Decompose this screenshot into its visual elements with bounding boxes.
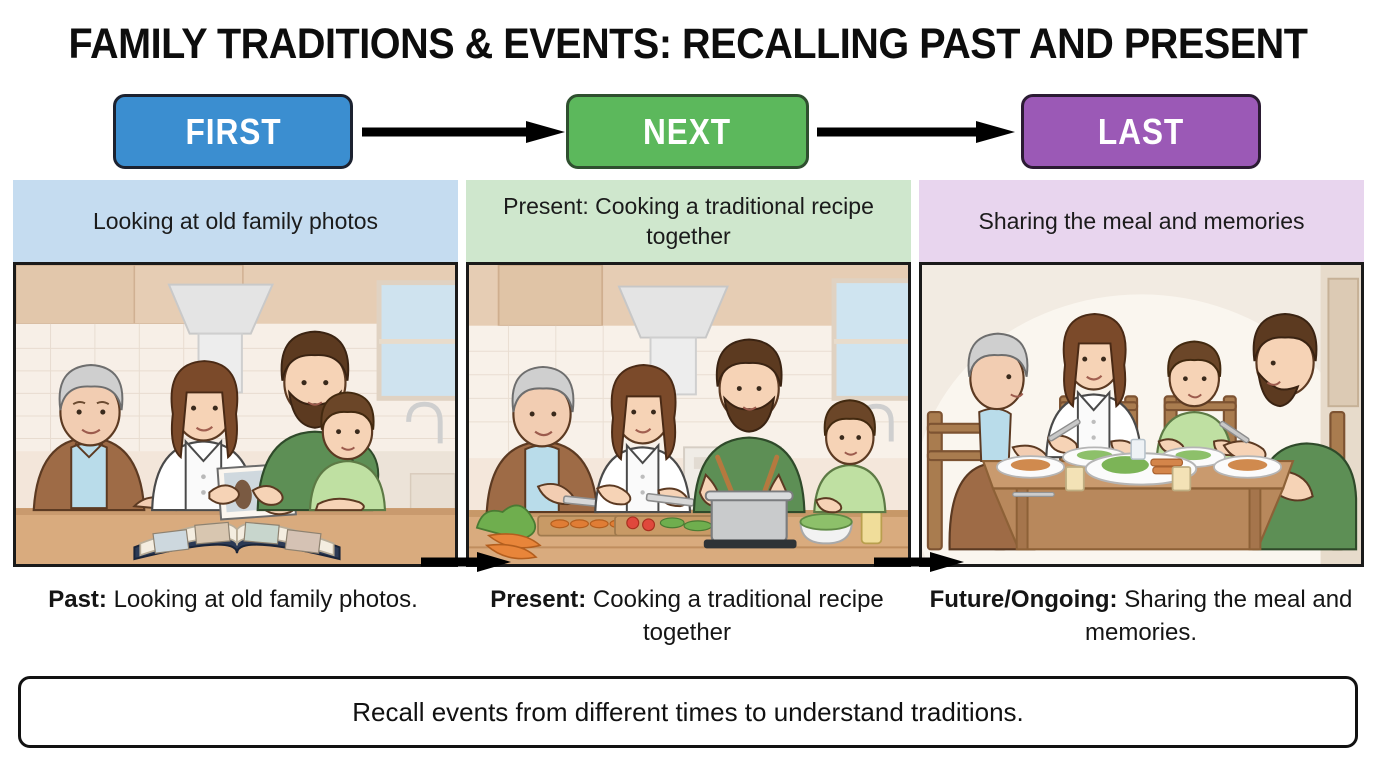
caption-present-text: Cooking a traditional recipe together <box>586 586 884 646</box>
photo-album <box>133 521 341 561</box>
panel-past-header: Looking at old family photos <box>13 180 458 262</box>
arrow-panel-present-to-future-icon <box>874 552 964 572</box>
caption-past-label: Past: <box>48 586 107 613</box>
summary-text: Recall events from different times to un… <box>352 696 1024 727</box>
caption-past: Past: Looking at old family photos. <box>18 583 448 616</box>
panel-past-illustration <box>13 262 458 567</box>
panel-past: Looking at old family photos <box>13 180 458 567</box>
figure-grandmother <box>485 365 599 514</box>
panel-present: Present: Cooking a traditional recipe to… <box>466 180 911 567</box>
step-pill-first-label: FIRST <box>185 110 281 152</box>
figure-boy <box>813 399 887 514</box>
panel-captions: Past: Looking at old family photos. Pres… <box>0 583 1376 669</box>
caption-present: Present: Cooking a traditional recipe to… <box>472 583 902 649</box>
caption-future-label: Future/Ongoing: <box>929 586 1118 613</box>
panel-future-illustration <box>919 262 1364 567</box>
step-pill-first[interactable]: FIRST <box>113 94 353 169</box>
dining-table <box>981 438 1295 551</box>
panel-future-header: Sharing the meal and memories <box>919 180 1364 262</box>
arrow-panel-past-to-present-icon <box>421 552 511 572</box>
summary-box: Recall events from different times to un… <box>18 676 1358 748</box>
caption-past-text: Looking at old family photos. <box>106 586 418 613</box>
figure-boy <box>1155 340 1238 461</box>
caption-future: Future/Ongoing: Sharing the meal and mem… <box>926 583 1356 649</box>
caption-present-label: Present: <box>490 586 587 613</box>
page-title: FAMILY TRADITIONS & EVENTS: RECALLING PA… <box>68 20 1308 68</box>
panel-present-illustration <box>466 262 911 567</box>
panel-present-header: Present: Cooking a traditional recipe to… <box>466 180 911 262</box>
step-pill-last-label: LAST <box>1097 110 1185 152</box>
step-pill-next-label: NEXT <box>643 110 732 152</box>
arrow-first-to-next-icon <box>362 121 565 143</box>
arrow-next-to-last-icon <box>817 121 1015 143</box>
step-sequence: FIRST NEXT LAST <box>0 94 1376 170</box>
figure-grandmother <box>32 364 178 512</box>
scene-panels: Looking at old family photos <box>0 180 1376 572</box>
step-pill-last[interactable]: LAST <box>1021 94 1261 169</box>
caption-future-text: Sharing the meal and memories. <box>1084 586 1353 646</box>
panel-future: Sharing the meal and memories <box>919 180 1364 567</box>
figure-boy <box>308 391 387 512</box>
step-pill-next[interactable]: NEXT <box>566 94 809 169</box>
